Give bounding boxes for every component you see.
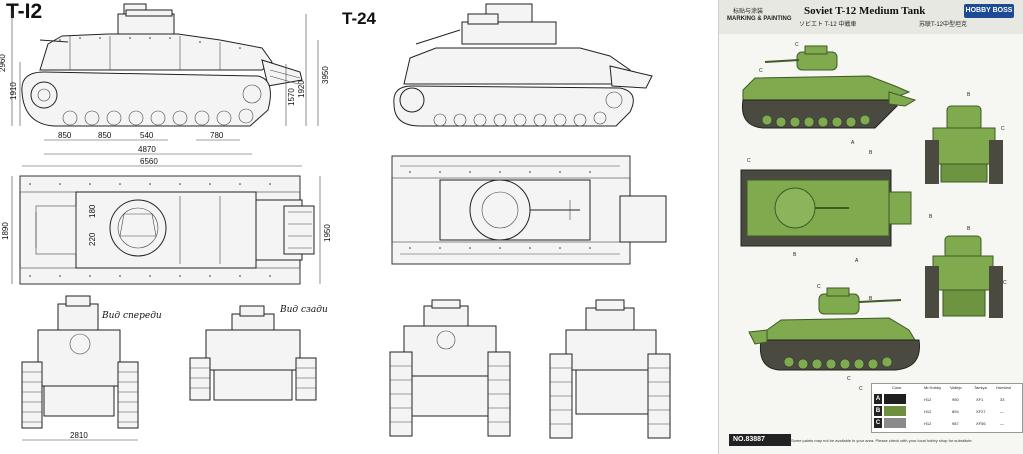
dim-side-2: 180	[88, 204, 97, 218]
hobbyboss-logo: HOBBY BOSS	[964, 4, 1014, 18]
color-cell: 894	[952, 409, 959, 414]
t24-top-view	[391, 155, 667, 265]
t12-top-view	[11, 175, 321, 285]
sheet-subtitle-jp: ソビエト T-12 中戦車	[799, 22, 857, 28]
callout: C	[847, 376, 851, 382]
color-cell: XF1	[976, 397, 984, 402]
paint-footnote: Some paints may not be available in your…	[791, 438, 973, 443]
dim-side-1: 220	[88, 232, 97, 246]
dim-height-overall: 2960	[0, 54, 7, 72]
color-cell: XF27	[976, 409, 986, 414]
dim-section-2: 850	[98, 131, 112, 140]
callout: B	[967, 226, 971, 232]
t12-rear-view	[189, 305, 317, 401]
color-letter-a: A	[874, 394, 882, 404]
callout: B	[967, 92, 971, 98]
color-cell: 987	[952, 421, 959, 426]
color-swatch-b	[884, 406, 906, 416]
dim-right-h2: 3950	[321, 66, 330, 84]
color-letter-b: B	[874, 406, 882, 416]
color-cell: H12	[924, 409, 932, 414]
painted-top-view	[740, 169, 912, 247]
caption-front-view: Вид спереди	[101, 311, 162, 321]
color-swatch-a	[884, 394, 906, 404]
marking-title-cn: 标贴与涂装	[733, 9, 764, 15]
color-swatch-c	[884, 418, 906, 428]
dim-clearance: 1570	[287, 88, 296, 106]
color-table-header: Tamiya	[974, 385, 987, 390]
dim-length-hull: 4870	[138, 145, 156, 154]
dim-width-front: 2810	[70, 431, 88, 440]
color-letter-c: C	[874, 418, 882, 428]
dim-section-1: 850	[58, 131, 72, 140]
color-cell: H12	[924, 397, 932, 402]
color-cell: 33	[1000, 397, 1005, 402]
dim-height-hull: 1910	[9, 82, 18, 100]
color-table-header: Vallejo	[950, 385, 962, 390]
blueprint-drawings: 2960 1910 1570 1920 3950 850 850 540 780…	[0, 3, 671, 441]
callout: B	[869, 296, 873, 302]
painted-right-side	[748, 287, 920, 371]
color-cell: —	[1000, 421, 1004, 426]
color-table-header: Mr.Hobby	[924, 385, 942, 390]
color-cell: H12	[924, 421, 932, 426]
t12-side-view	[11, 3, 319, 167]
dim-right-h1: 1920	[297, 80, 306, 98]
callout: A	[851, 140, 855, 146]
marking-painting-sheet: 标贴与涂装 MARKING & PAINTING Soviet T-12 Med…	[718, 0, 1023, 454]
painted-left-side	[741, 45, 917, 129]
color-cell: XF56	[976, 421, 986, 426]
sheet-subtitle-cn: 苏联T-12中型坦克	[919, 22, 968, 28]
model-number: NO.83887	[729, 434, 791, 446]
callout: B	[929, 214, 933, 220]
painted-front-view	[925, 105, 1003, 184]
color-cell: —	[1000, 409, 1004, 414]
dim-section-3: 540	[140, 131, 154, 140]
callout: B	[869, 150, 873, 156]
painted-tank-views	[740, 45, 1003, 371]
callout: C	[859, 386, 863, 392]
painted-rear-view	[925, 235, 1003, 318]
marking-title-en: MARKING & PAINTING	[727, 16, 792, 22]
callout: C	[1003, 280, 1007, 286]
sheet-header: 标贴与涂装 MARKING & PAINTING Soviet T-12 Med…	[719, 0, 1023, 34]
dim-top-width: 1890	[1, 222, 10, 240]
color-table-header: Color	[892, 385, 902, 390]
dim-length-overall: 6560	[140, 157, 158, 166]
t24-label: T-24	[342, 9, 377, 28]
t12-label: T-I2	[6, 0, 43, 23]
callout: C	[1001, 126, 1005, 132]
color-cell: 950	[952, 397, 959, 402]
callout: B	[793, 252, 797, 258]
callout: C	[759, 68, 763, 74]
callout: C	[747, 158, 751, 164]
callout: C	[795, 42, 799, 48]
caption-rear-view: Вид сзади	[279, 305, 328, 315]
color-table-header: Humbrol	[996, 385, 1012, 390]
dim-section-4: 780	[210, 131, 224, 140]
t24-front-view	[389, 299, 511, 437]
color-table: Color Mr.Hobby Vallejo Tamiya Humbrol A …	[871, 383, 1023, 433]
t12-front-view	[21, 295, 139, 441]
callout: A	[855, 258, 859, 264]
t24-rear-view	[549, 299, 671, 439]
t24-side-view	[393, 3, 653, 127]
callout: C	[817, 284, 821, 290]
sheet-title: Soviet T-12 Medium Tank	[804, 5, 926, 17]
dim-top-width-right: 1950	[323, 224, 332, 242]
